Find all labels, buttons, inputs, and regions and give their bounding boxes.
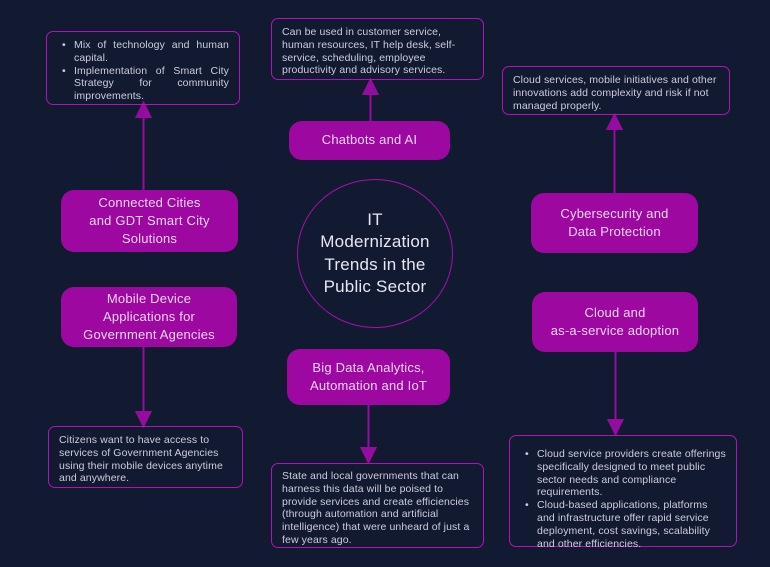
node-mobile-device-apps: Mobile Device Applications for Governmen… (61, 287, 237, 347)
central-topic: IT Modernization Trends in the Public Se… (297, 179, 453, 328)
node-big-data-iot: Big Data Analytics, Automation and IoT (287, 349, 450, 405)
note-bullet-list: Mix of technology and human capital. Imp… (57, 39, 229, 103)
node-chatbots-ai: Chatbots and AI (289, 121, 450, 160)
note-bullet-list: Cloud service providers create offerings… (520, 448, 726, 550)
node-cybersecurity: Cybersecurity and Data Protection (531, 193, 698, 253)
note-bullet: Cloud-based applications, platforms and … (520, 499, 726, 550)
note-big-data-iot: State and local governments that can har… (271, 463, 484, 548)
note-bullet: Cloud service providers create offerings… (520, 448, 726, 499)
note-cybersecurity: Cloud services, mobile initiatives and o… (502, 66, 730, 115)
note-mobile-device-apps: Citizens want to have access to services… (48, 426, 243, 488)
note-cloud-adoption: Cloud service providers create offerings… (509, 435, 737, 550)
note-connected-cities: Mix of technology and human capital. Imp… (46, 31, 240, 105)
node-cloud-adoption: Cloud and as-a-service adoption (532, 292, 698, 352)
note-chatbots-ai: Can be used in customer service, human r… (271, 18, 484, 80)
node-connected-cities: Connected Cities and GDT Smart City Solu… (61, 190, 238, 252)
note-bullet: Implementation of Smart City Strategy fo… (57, 65, 229, 103)
note-bullet: Mix of technology and human capital. (57, 39, 229, 65)
